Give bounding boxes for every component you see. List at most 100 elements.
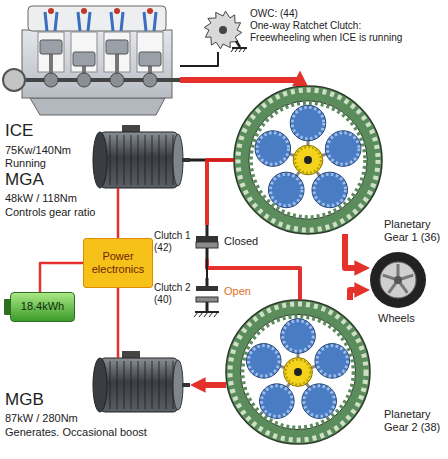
- cooling-fin: [158, 361, 160, 409]
- clutch: Clutch 2 (40)Open: [196, 278, 218, 310]
- cooling-fin: [109, 135, 111, 185]
- sun-gear: [284, 358, 313, 387]
- sun-gear: [293, 145, 323, 175]
- cylinder-head: [28, 6, 166, 31]
- ground-hatch: [204, 312, 208, 317]
- end-cap: [93, 358, 107, 412]
- valve: [144, 12, 146, 31]
- planet-gear: [268, 172, 304, 208]
- valve: [88, 12, 90, 31]
- end-cap: [93, 132, 107, 188]
- cooling-fin: [151, 361, 153, 409]
- status-text: Closed: [224, 235, 258, 248]
- cooling-fin: [116, 361, 118, 409]
- planetary-gear: Planetary Gear 2 (38): [226, 300, 370, 444]
- mga-motor: [93, 125, 190, 188]
- clutch-shaft: [206, 302, 209, 312]
- planet-gear: [246, 344, 281, 379]
- planet-gear: [255, 131, 291, 167]
- ring-inner-teeth: [251, 103, 365, 217]
- cooling-fin: [123, 361, 125, 409]
- ground-hatch: [209, 312, 213, 317]
- end-cap: [173, 360, 183, 410]
- spark-plug: [147, 8, 153, 14]
- component-name: ICE: [5, 121, 33, 141]
- ring-inner: [249, 101, 367, 219]
- end-cap: [173, 134, 183, 186]
- clutch-plate: [196, 242, 218, 248]
- motor-shaft: [182, 383, 190, 387]
- capacity-label: 18.4kWh: [21, 300, 64, 313]
- role-text: Controls gear ratio: [5, 206, 96, 219]
- status-text: Open: [224, 285, 251, 298]
- power-flow: [198, 382, 226, 388]
- cooling-fin: [130, 361, 132, 409]
- engine: ICE75Kw/140NmRunning: [0, 0, 180, 118]
- planet-teeth: [314, 174, 346, 206]
- planet-gear: [302, 384, 337, 419]
- clutch-plate: [196, 236, 218, 242]
- ring-inner-teeth: [242, 316, 353, 427]
- clutch-shaft: [206, 248, 209, 259]
- ground-hatch: [243, 48, 246, 52]
- cylinder-bore: [71, 32, 97, 72]
- pawl: [236, 41, 240, 47]
- component-name: Planetary Gear 2 (38): [384, 408, 446, 434]
- cooling-fin: [144, 361, 146, 409]
- box-label: Power electronics: [88, 250, 148, 276]
- planetary-gear: Planetary Gear 1 (36): [234, 86, 382, 234]
- power-flow: [207, 259, 300, 300]
- planet-teeth: [270, 174, 302, 206]
- power-flow: [350, 290, 362, 300]
- valve: [121, 12, 123, 31]
- one-way-clutch: OWC: (44)One-way Ratchet Clutch: Freewhe…: [203, 10, 243, 52]
- power-flow: [117, 288, 120, 358]
- mgb-motor: [93, 351, 190, 412]
- motor-generator: MGA48kW / 118NmControls gear ratio: [92, 132, 190, 188]
- planet-teeth: [304, 386, 335, 417]
- planet-teeth: [248, 346, 279, 377]
- ring-teeth: [230, 304, 366, 440]
- component-name: MGA: [5, 170, 44, 190]
- wheel: Wheels: [370, 252, 426, 308]
- planet-gear: [260, 384, 295, 419]
- component-name: Clutch 2 (40): [154, 282, 194, 306]
- cylinder-bore: [137, 32, 163, 72]
- clutch-plate: [196, 297, 218, 302]
- ground-hatch: [214, 312, 218, 317]
- cooling-fin: [165, 135, 167, 185]
- sun-teeth: [295, 147, 321, 173]
- status-text: Running: [5, 157, 46, 170]
- motor-shaft: [182, 158, 190, 162]
- power-flow: [180, 78, 300, 80]
- clutch: Clutch 1 (42)Closed: [196, 225, 218, 259]
- ratchet-clutch: [204, 11, 247, 52]
- spark-plug: [81, 8, 87, 14]
- clutch-1-symbol: [196, 225, 218, 259]
- ground-hatch: [239, 48, 242, 52]
- ground-hatch: [194, 312, 198, 317]
- planet-teeth: [283, 321, 314, 352]
- component-name: Planetary Gear 1 (36): [384, 218, 446, 244]
- valve: [78, 12, 80, 31]
- wheel: [370, 252, 426, 308]
- mechanical-link: [206, 259, 208, 278]
- rim: [380, 262, 416, 298]
- role-text: Generates. Occasional boost: [5, 426, 147, 439]
- power-flow: [117, 188, 120, 238]
- planet-gear: [325, 131, 361, 167]
- cooling-fin: [130, 135, 132, 185]
- motor-body: [100, 132, 178, 188]
- component-name: Wheels: [378, 312, 415, 325]
- cooling-fin: [144, 135, 146, 185]
- motor-generator: MGB87kW / 280NmGenerates. Occasional boo…: [92, 358, 190, 412]
- crank-web: [110, 73, 124, 87]
- cooling-fin: [109, 361, 111, 409]
- power-flow: [345, 234, 362, 268]
- motor-body: [100, 358, 178, 412]
- planet-teeth: [262, 386, 293, 417]
- ratchet-wheel: [204, 11, 242, 49]
- cooling-fin: [151, 135, 153, 185]
